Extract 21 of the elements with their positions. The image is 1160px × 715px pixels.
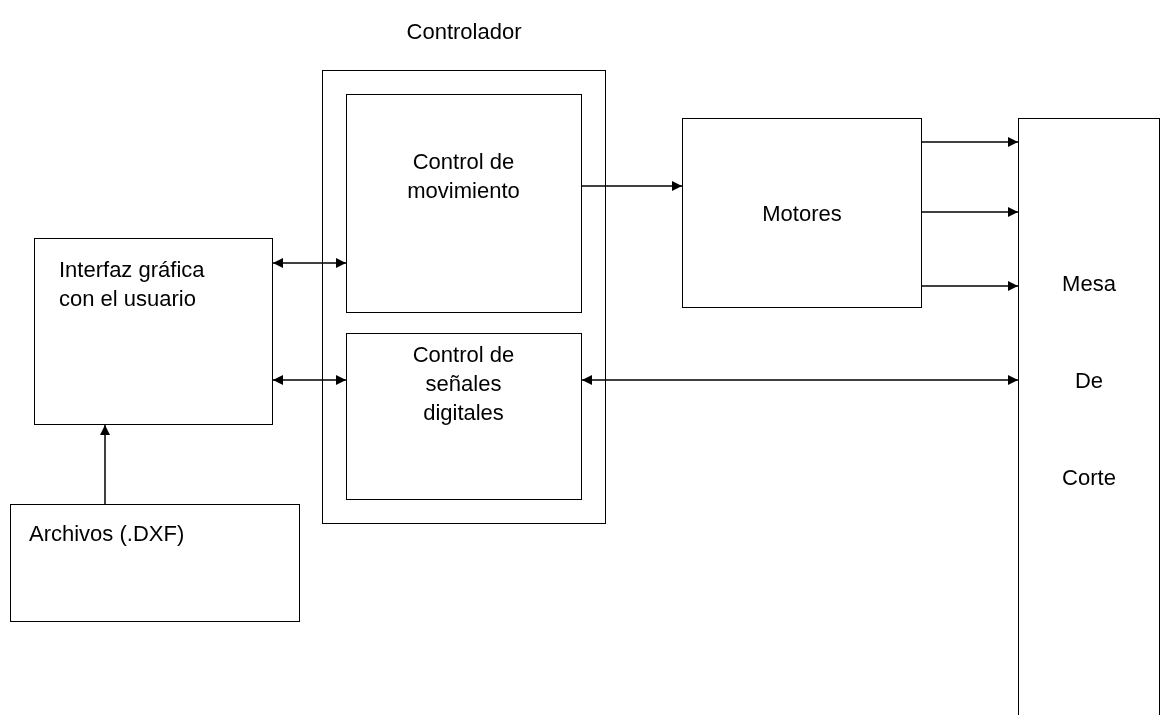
node-label: Control de movimiento: [406, 147, 521, 205]
process-box: [345, 93, 582, 313]
arrow: [581, 181, 683, 191]
group-heading: Controlador: [406, 19, 522, 45]
arrow: [921, 281, 1019, 291]
node-label: Archivos (.DXF): [29, 520, 186, 548]
node-label: Motores: [762, 199, 842, 228]
node-label: Control de señales digitales: [411, 340, 516, 427]
process-box: [345, 332, 582, 500]
arrow: [921, 137, 1019, 147]
arrow: [921, 207, 1019, 217]
arrow: [272, 375, 347, 385]
arrow: [272, 258, 347, 268]
arrow: [581, 375, 1019, 385]
process-box: [682, 118, 922, 308]
process-box: [1018, 118, 1160, 715]
arrow: [100, 424, 110, 505]
node-label: Mesa De Corte: [1061, 270, 1117, 492]
process-box: [34, 238, 273, 425]
node-label: Interfaz gráfica con el usuario: [59, 256, 206, 313]
process-box: [10, 504, 300, 622]
